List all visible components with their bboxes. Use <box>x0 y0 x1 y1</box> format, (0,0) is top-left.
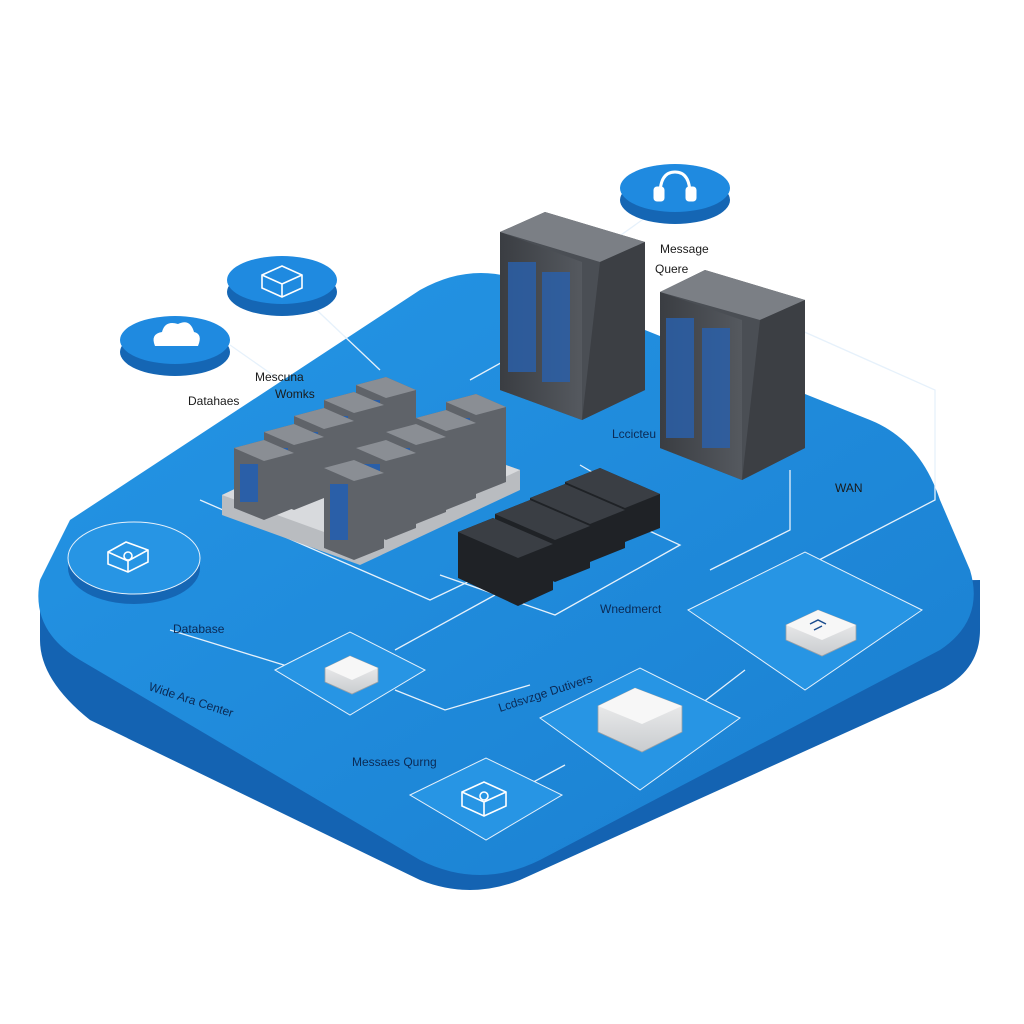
server-unit <box>234 440 294 520</box>
server-unit <box>324 460 384 560</box>
headset-node[interactable] <box>620 164 730 224</box>
label-messages-query: Messaes Qurng <box>352 755 437 769</box>
network-box-node[interactable] <box>227 256 337 316</box>
label-mescuna-line1: Mescuna <box>255 370 304 384</box>
router-node[interactable] <box>687 551 923 691</box>
rack-tower-left[interactable] <box>500 212 645 420</box>
database-box-node[interactable] <box>67 521 201 604</box>
server-box-icon <box>324 655 379 695</box>
appliance-icon <box>597 687 683 753</box>
line-server-to-switch <box>394 594 496 651</box>
label-rack-caption: Lccicteu <box>612 427 656 441</box>
message-box-node[interactable] <box>408 757 564 841</box>
line-wan-arrow <box>709 470 791 571</box>
headset-icon <box>653 170 697 202</box>
line-rack-to-wan <box>789 329 936 576</box>
line-cloud-to-datahaes <box>229 344 281 381</box>
cloud-icon <box>153 322 200 346</box>
label-switch-caption: Wnedmerct <box>600 602 662 616</box>
server-cluster <box>222 377 520 565</box>
label-wan: WAN <box>835 481 863 495</box>
database-box-icon <box>107 541 149 573</box>
cloud-node[interactable] <box>120 316 230 376</box>
label-message-queue-line2: Quere <box>655 262 689 276</box>
switch-stack[interactable] <box>458 468 660 606</box>
line-server-to-appliance <box>394 684 531 711</box>
label-datahaes: Datahaes <box>188 394 239 408</box>
label-message-queue-line1: Message <box>660 242 709 256</box>
server-box-node[interactable] <box>273 631 427 716</box>
switch-unit <box>458 518 553 606</box>
line-database-box <box>169 629 301 671</box>
label-database: Database <box>173 622 225 636</box>
network-box-icon <box>261 265 303 298</box>
rack-tower-right[interactable] <box>660 270 805 480</box>
router-icon <box>785 609 857 657</box>
message-box-icon <box>461 781 507 817</box>
label-mescuna-line2: Womks <box>275 387 315 401</box>
appliance-node[interactable] <box>539 667 741 791</box>
